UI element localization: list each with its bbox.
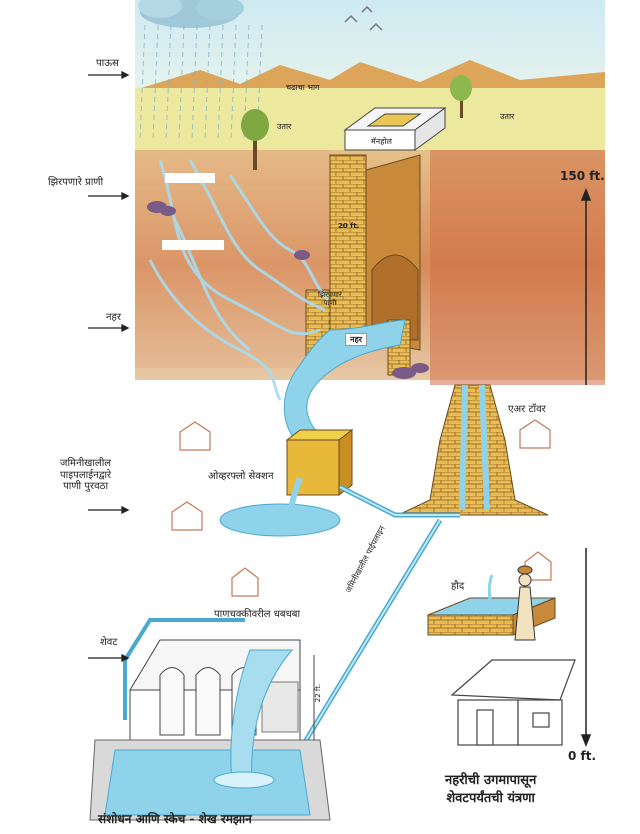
label-underground-pipeline-line3: पाणी पुरवठा [63,481,109,492]
blank-tag-2 [162,240,224,250]
label-waterwheel-falls: पाणचक्कीवरील धबधबा [214,609,301,620]
birds [344,5,383,31]
rain-cloud [138,0,244,28]
label-nahar-channel: नहर [345,333,367,347]
label-seeping-creatures: झिरपणारे प्राणी [48,177,104,188]
blank-tag-1 [165,173,215,183]
caption-line2: शेवटपर्यंतची यंत्रणा [446,791,535,806]
tree-right [450,75,472,118]
ground-section [135,0,605,385]
label-underground-pipeline: जमिनीखालील पाइपलाईनद्वारे पाणी पुरवठा [60,458,111,493]
label-air-tower: एअर टॉवर [508,404,546,415]
label-haud: हौद [451,581,465,592]
height-scale [580,187,592,748]
waterfall-pool [89,649,331,821]
woman-figure [514,565,536,641]
caption-line1: नहरीची उगमापासून [445,773,537,788]
label-overflow-section: ओव्हरफ्लो सेक्शन [208,471,274,482]
nahar-channel [283,319,406,441]
label-height-22ft: 22 ft. [314,683,323,703]
sketch-house [450,659,576,746]
left-arrows [88,70,130,663]
diagram-caption: नहरीची उगमापासून शेवटपर्यंतची यंत्रणा [445,770,536,806]
scale-bottom-label: 0 ft. [568,749,597,763]
label-slope-left: उतार [277,122,292,131]
houses [171,419,552,597]
label-end: शेवट [100,637,118,648]
manhole-structure [343,107,447,151]
label-rain: पाऊस [96,58,119,69]
label-manhole: मॅनहोल [371,137,392,146]
pipelines-inner [299,486,460,751]
label-seepage-water-line1: झिरपणारं [318,291,342,299]
label-slope-right: उतार [500,112,515,121]
label-seepage-water: झिरपणारं पाणी [318,291,342,307]
overflow-section [219,428,354,537]
label-seepage-water-line2: पाणी [323,299,337,308]
label-dim-20ft: 20 ft. [338,222,360,230]
rain-lines [139,24,263,141]
tree-left [241,109,269,170]
label-underground-pipeline-line2: पाइपलाईनद्वारे [60,469,112,481]
credit-line: संशोधन आणि स्केच - शेख रमझान [98,812,252,826]
air-tower [397,384,549,516]
label-underground-pipeline-line1: जमिनीखालील [60,458,112,469]
label-nahar-left: नहर [106,312,121,323]
label-upper-part: चढाचा भाग [286,83,320,92]
haud-tank [427,565,556,641]
rocks [147,201,429,379]
scale-top-label: 150 ft. [560,169,605,183]
